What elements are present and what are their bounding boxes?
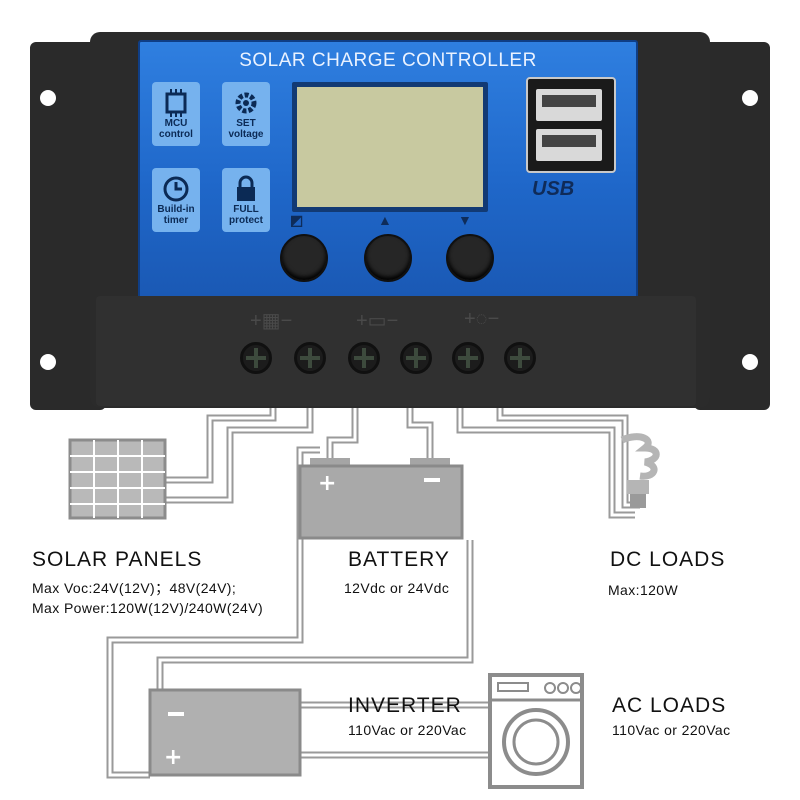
terminal-screw[interactable] [348, 342, 380, 374]
battery-heading: BATTERY [348, 548, 450, 571]
terminal-screw[interactable] [400, 342, 432, 374]
lock-icon [222, 174, 270, 204]
light-toggle-icon: ◩ [290, 212, 304, 228]
tile-label: FULL protect [229, 204, 263, 226]
terminal-block [96, 296, 696, 406]
menu-button[interactable] [280, 234, 328, 282]
up-button[interactable] [364, 234, 412, 282]
chip-icon [152, 88, 200, 118]
tile-label: MCU control [159, 118, 193, 140]
usb-port[interactable] [536, 129, 602, 161]
washing-machine-icon [488, 673, 584, 789]
ac-loads-spec: 110Vac or 220Vac [612, 722, 731, 738]
battery-voltage-spec: 12Vdc or 24Vdc [344, 580, 450, 596]
charge-controller: SOLAR CHARGE CONTROLLER MCU control SET … [30, 32, 770, 412]
inverter-heading: INVERTER [348, 694, 462, 717]
terminal-screw[interactable] [240, 342, 272, 374]
battery-icon: + [298, 458, 464, 540]
solar-panels-heading: SOLAR PANELS [32, 548, 203, 571]
ac-loads-heading: AC LOADS [612, 694, 727, 717]
terminal-screw[interactable] [504, 342, 536, 374]
dc-loads-spec: Max:120W [608, 582, 679, 598]
inverter-spec: 110Vac or 220Vac [348, 722, 467, 738]
gear-icon [222, 88, 270, 118]
terminal-screw[interactable] [294, 342, 326, 374]
svg-text:+: + [164, 745, 182, 770]
usb-ports[interactable] [526, 77, 616, 173]
control-panel: SOLAR CHARGE CONTROLLER MCU control SET … [138, 40, 638, 306]
set-voltage-tile: SET voltage [222, 82, 270, 146]
solar-terminal-symbol: +▦− [250, 310, 293, 332]
load-terminal-symbol: +◌− [464, 308, 500, 330]
svg-text:+: + [318, 471, 336, 496]
usb-port[interactable] [536, 89, 602, 121]
build-in-timer-tile: Build-in timer [152, 168, 200, 232]
clock-icon [152, 174, 200, 204]
controller-title: SOLAR CHARGE CONTROLLER [239, 50, 537, 71]
full-protect-tile: FULL protect [222, 168, 270, 232]
solar-voc-spec: Max Voc:24V(12V)；48V(24V); [32, 580, 237, 596]
down-button[interactable] [446, 234, 494, 282]
terminal-screw[interactable] [452, 342, 484, 374]
up-arrow-icon: ▲ [378, 212, 392, 228]
dc-loads-heading: DC LOADS [610, 548, 726, 571]
solar-power-spec: Max Power:120W(12V)/240W(24V) [32, 600, 264, 616]
solar-panel-icon [68, 438, 167, 520]
battery-terminal-symbol: +▭− [356, 310, 399, 332]
usb-label: USB [532, 178, 575, 200]
inverter-icon: + [148, 688, 302, 777]
tile-label: SET voltage [228, 118, 264, 140]
down-arrow-icon: ▼ [458, 212, 472, 228]
tile-label: Build-in timer [157, 204, 195, 226]
mcu-control-tile: MCU control [152, 82, 200, 146]
lcd-display [292, 82, 488, 212]
light-bulb-icon [620, 433, 660, 508]
